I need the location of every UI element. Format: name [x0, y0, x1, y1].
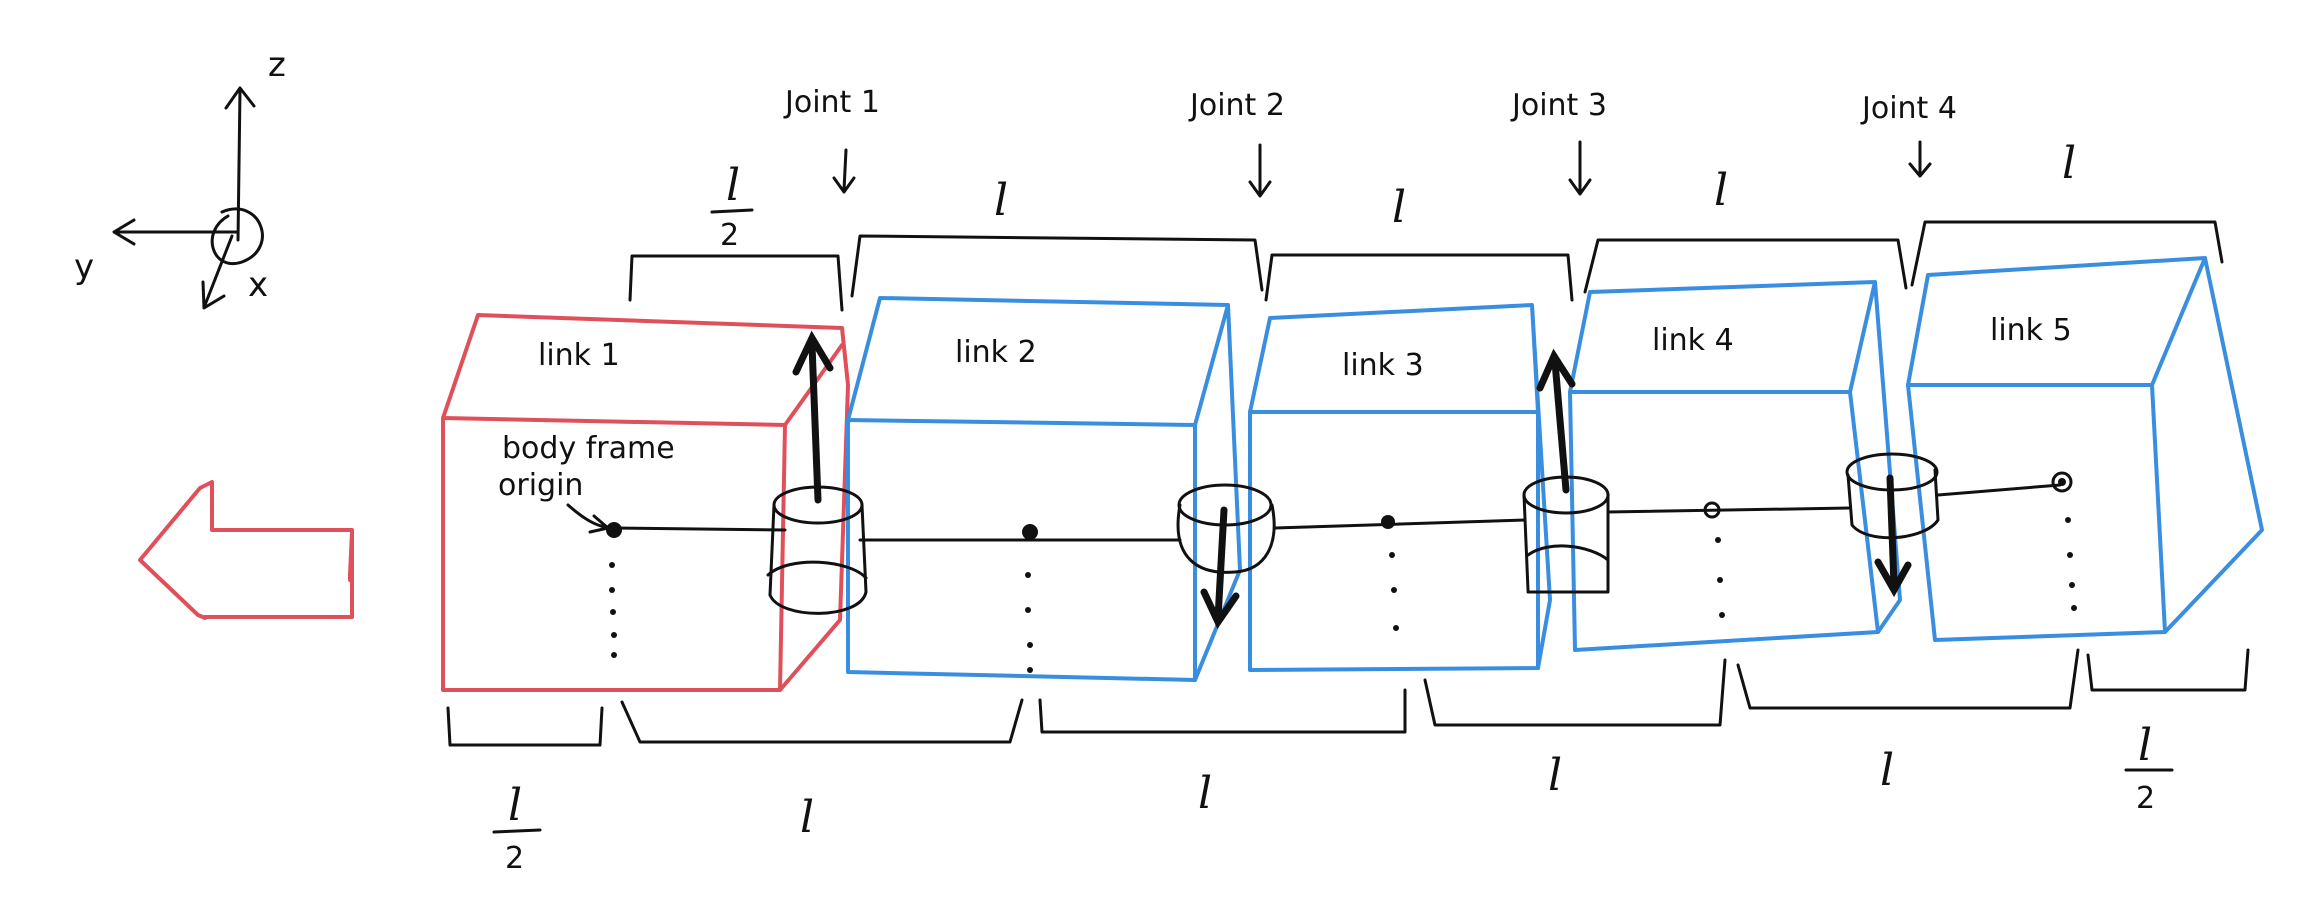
x-axis-arrow [201, 234, 234, 310]
length-bottom-link1: l [800, 792, 814, 843]
link-2-box [846, 296, 1242, 682]
joint-pointer-arrows [832, 140, 1932, 198]
coordinate-axes: z y x [74, 45, 286, 310]
joint-2-cylinder [1176, 483, 1276, 630]
length-bottom-link4: l [1880, 745, 1894, 796]
length-bottom-link2: l [1198, 768, 1212, 819]
length-top-half-den: 2 [720, 218, 739, 253]
joint-3-cylinder [1522, 348, 1610, 594]
body-frame-pointer-arrow [566, 503, 610, 534]
body-frame-label-line2: origin [498, 468, 583, 503]
joint-3-axis-up-arrow [1536, 348, 1576, 494]
length-top-link2: l [994, 175, 1008, 226]
bottom-braces [446, 648, 2250, 747]
length-bottom-half-num-right: l [2138, 720, 2152, 771]
joint-4-label: Joint 4 [1860, 91, 1957, 126]
link-1-label: link 1 [538, 338, 620, 373]
rotation-circle-icon [210, 207, 264, 266]
vertical-dotted-lines [609, 517, 2077, 673]
length-top-half-num: l [726, 160, 740, 211]
backbone-line [610, 483, 2062, 542]
x-axis-label: x [248, 265, 268, 305]
link-5-label: link 5 [1990, 313, 2072, 348]
joint-4-axis-down-arrow [1874, 474, 1912, 598]
length-bottom-half-den-right: 2 [2136, 781, 2155, 816]
joint-1-axis-up-arrow [792, 330, 834, 504]
top-braces [628, 220, 2224, 312]
link-2-label: link 2 [955, 335, 1037, 370]
link-4-label: link 4 [1652, 323, 1734, 358]
link-origin-dots [606, 471, 2073, 540]
length-bottom-link3: l [1548, 750, 1562, 801]
motion-direction-arrow-icon [138, 480, 354, 620]
joint-3-label: Joint 3 [1510, 88, 1607, 123]
joint-2-axis-down-arrow [1200, 506, 1240, 630]
y-axis-arrow [112, 218, 240, 246]
length-top-link5: l [2062, 138, 2076, 189]
length-top-link3: l [1392, 182, 1406, 233]
joint-1-label: Joint 1 [783, 85, 880, 120]
z-axis-arrow [224, 86, 256, 242]
z-axis-label: z [268, 45, 286, 85]
length-bottom-half-den: 2 [505, 841, 524, 876]
link-3-label: link 3 [1342, 348, 1424, 383]
link-4-box [1568, 280, 1902, 652]
length-top-link4: l [1714, 165, 1728, 216]
joint-2-label: Joint 2 [1188, 88, 1285, 123]
length-bottom-half-num: l [508, 780, 522, 831]
link-3-box [1248, 303, 1552, 672]
body-frame-label-line1: body frame [502, 431, 675, 466]
link-5-box [1906, 256, 2264, 642]
joint-1-cylinder [766, 330, 868, 615]
joint-4-cylinder [1845, 452, 1940, 598]
y-axis-label: y [74, 247, 94, 287]
